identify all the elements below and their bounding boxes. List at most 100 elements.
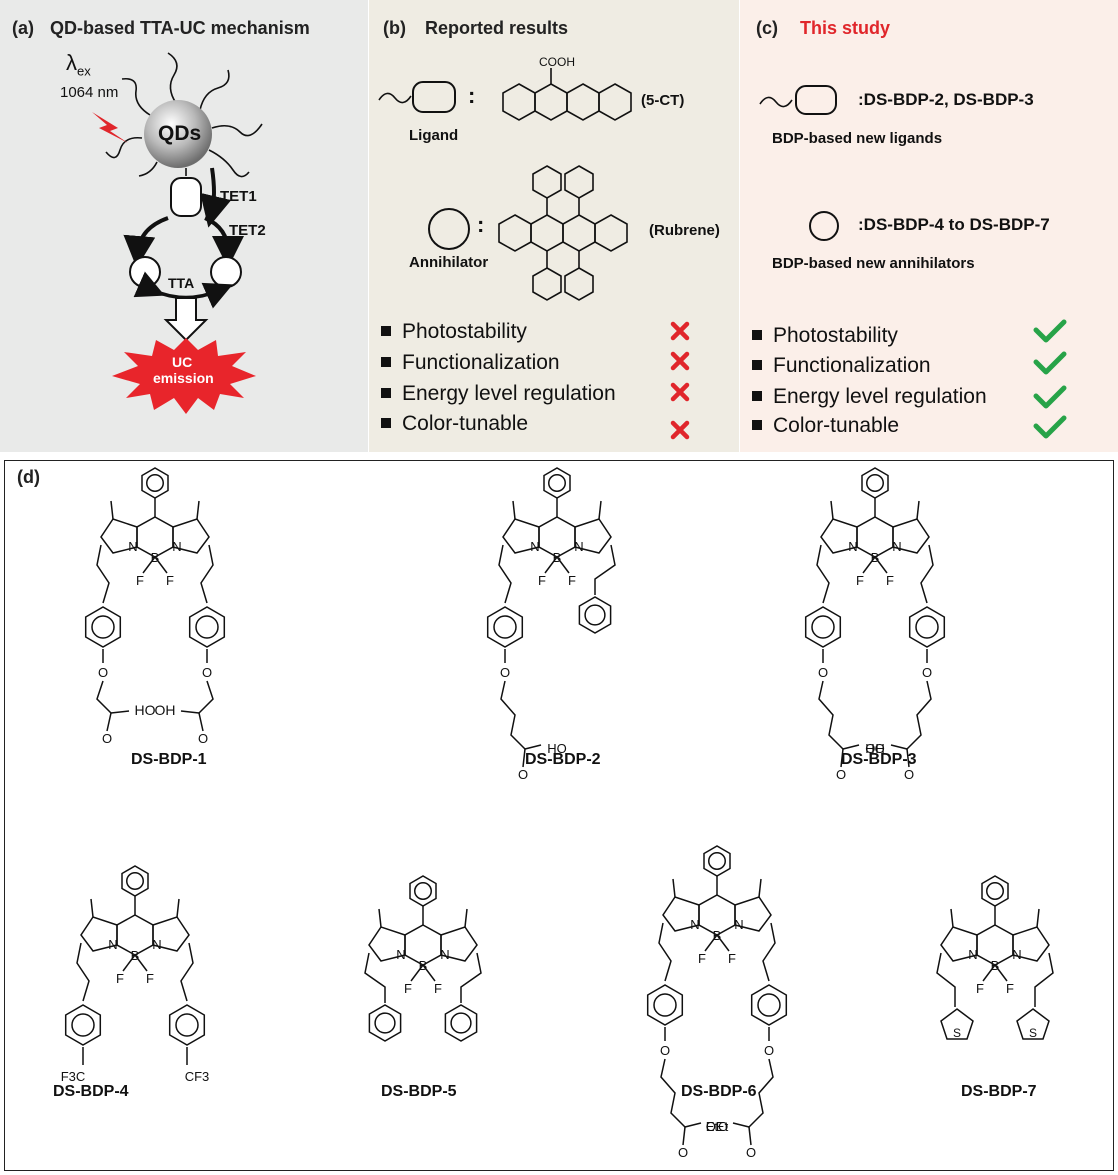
check-icon bbox=[1033, 351, 1067, 375]
ethoxy-group: OEt bbox=[706, 1119, 729, 1134]
compound-name-ds-bdp-5: DS-BDP-5 bbox=[381, 1083, 457, 1100]
fluorine-atom: F bbox=[404, 981, 412, 996]
check-marks bbox=[1033, 319, 1067, 439]
cross-icon bbox=[670, 382, 690, 402]
compound-name-ds-bdp-6: DS-BDP-6 bbox=[681, 1083, 757, 1100]
fluorine-atom: F bbox=[976, 981, 984, 996]
panel-d-label: (d) bbox=[17, 467, 40, 487]
qd-label: QDs bbox=[158, 122, 202, 145]
oxygen-atom: O bbox=[660, 1043, 670, 1058]
nitrogen-atom: N bbox=[396, 947, 405, 962]
fluorine-atom: F bbox=[698, 951, 706, 966]
tet1-label: TET1 bbox=[220, 188, 257, 205]
compound-name-ds-bdp-3: DS-BDP-3 bbox=[841, 751, 917, 768]
lightning-icon bbox=[92, 112, 128, 143]
property-photostability: Photostability bbox=[381, 320, 527, 344]
cross-marks bbox=[670, 321, 690, 440]
5-ct-structure bbox=[502, 68, 632, 121]
quantum-dot bbox=[144, 100, 212, 168]
oxygen-atom: O bbox=[202, 665, 212, 680]
new-annihilator-names: :DS-BDP-4 to DS-BDP-7 bbox=[858, 215, 1050, 234]
compound-name-ds-bdp-2: DS-BDP-2 bbox=[525, 751, 601, 768]
boron-atom: B bbox=[151, 550, 160, 565]
nitrogen-atom: N bbox=[108, 937, 117, 952]
oxygen-atom: O bbox=[904, 767, 914, 782]
boron-atom: B bbox=[131, 948, 140, 963]
fluorine-atom: F bbox=[886, 573, 894, 588]
trifluoromethyl-group: CF3 bbox=[185, 1069, 210, 1084]
panel-a-label: (a) bbox=[12, 18, 34, 38]
hydroxyl-group: OH bbox=[155, 702, 176, 718]
compound-name-ds-bdp-4: DS-BDP-4 bbox=[53, 1083, 129, 1100]
fluorine-atom: F bbox=[568, 573, 576, 588]
sulfur-atom: S bbox=[953, 1026, 961, 1040]
nitrogen-atom: N bbox=[734, 917, 743, 932]
fluorine-atom: F bbox=[434, 981, 442, 996]
tet2-label: TET2 bbox=[229, 222, 266, 239]
oxygen-atom: O bbox=[98, 665, 108, 680]
fluorine-atom: F bbox=[136, 573, 144, 588]
oxygen-atom: O bbox=[764, 1043, 774, 1058]
check-icon bbox=[1033, 415, 1067, 439]
panel-c-label: (c) bbox=[756, 18, 778, 38]
cooh-label: COOH bbox=[539, 55, 575, 69]
panel-c-title: This study bbox=[800, 18, 891, 38]
ligand-shape bbox=[170, 177, 202, 217]
hydroxyl-group: HO bbox=[135, 702, 156, 718]
fluorine-atom: F bbox=[728, 951, 736, 966]
ethoxy-group: EtO bbox=[706, 1119, 728, 1134]
cross-icon bbox=[670, 321, 690, 341]
compound-name-ds-bdp-1: DS-BDP-1 bbox=[131, 751, 207, 768]
oxygen-atom: O bbox=[746, 1145, 756, 1160]
panel-a-title: QD-based TTA-UC mechanism bbox=[50, 18, 310, 38]
oxygen-atom: O bbox=[836, 767, 846, 782]
nitrogen-atom: N bbox=[530, 539, 539, 554]
excitation-lambda: λex bbox=[66, 50, 91, 79]
oxygen-atom: O bbox=[500, 665, 510, 680]
panel-b: (b) Reported results : COOH (5-CT) Ligan… bbox=[369, 0, 739, 452]
annihilator-colon: : bbox=[477, 212, 485, 237]
fluorine-atom: F bbox=[166, 573, 174, 588]
trifluoromethyl-group: F3C bbox=[61, 1069, 86, 1084]
compound-name-ds-bdp-7: DS-BDP-7 bbox=[961, 1083, 1037, 1100]
boron-atom: B bbox=[419, 958, 428, 973]
new-annihilator-note: BDP-based new annihilators bbox=[772, 255, 975, 272]
fluorine-atom: F bbox=[116, 971, 124, 986]
nitrogen-atom: N bbox=[128, 539, 137, 554]
boron-atom: B bbox=[553, 550, 562, 565]
panel-a: (a) QD-based TTA-UC mechanism λex 1064 n… bbox=[0, 0, 368, 452]
nitrogen-atom: N bbox=[848, 539, 857, 554]
boron-atom: B bbox=[713, 928, 722, 943]
nitrogen-atom: N bbox=[152, 937, 161, 952]
emission-label: emission bbox=[153, 370, 214, 386]
property-color-tunable: Color-tunable bbox=[752, 414, 899, 438]
property-color-tunable: Color-tunable bbox=[381, 412, 528, 436]
property-energy-level: Energy level regulation bbox=[381, 382, 616, 406]
new-ligand-names: :DS-BDP-2, DS-BDP-3 bbox=[858, 90, 1034, 109]
reported-results-structures bbox=[378, 68, 690, 440]
oxygen-atom: O bbox=[922, 665, 932, 680]
annihilator-label: Annihilator bbox=[409, 254, 489, 271]
excitation-wavelength: 1064 nm bbox=[60, 84, 119, 101]
boron-atom: B bbox=[871, 550, 880, 565]
oxygen-atom: O bbox=[198, 731, 208, 746]
qd-ligand-chains bbox=[105, 52, 263, 178]
property-energy-level: Energy level regulation bbox=[752, 385, 987, 409]
tta-uc-mechanism-diagram bbox=[92, 52, 263, 414]
annihilator-right bbox=[210, 256, 242, 288]
hydroxyl-group: HO bbox=[547, 741, 567, 756]
fluorine-atom: F bbox=[1006, 981, 1014, 996]
property-photostability: Photostability bbox=[752, 324, 898, 348]
nitrogen-atom: N bbox=[690, 917, 699, 932]
ligand-colon: : bbox=[468, 83, 476, 108]
check-icon bbox=[1033, 319, 1067, 343]
uc-label: UC bbox=[172, 354, 193, 370]
5ct-label: (5-CT) bbox=[641, 92, 685, 109]
